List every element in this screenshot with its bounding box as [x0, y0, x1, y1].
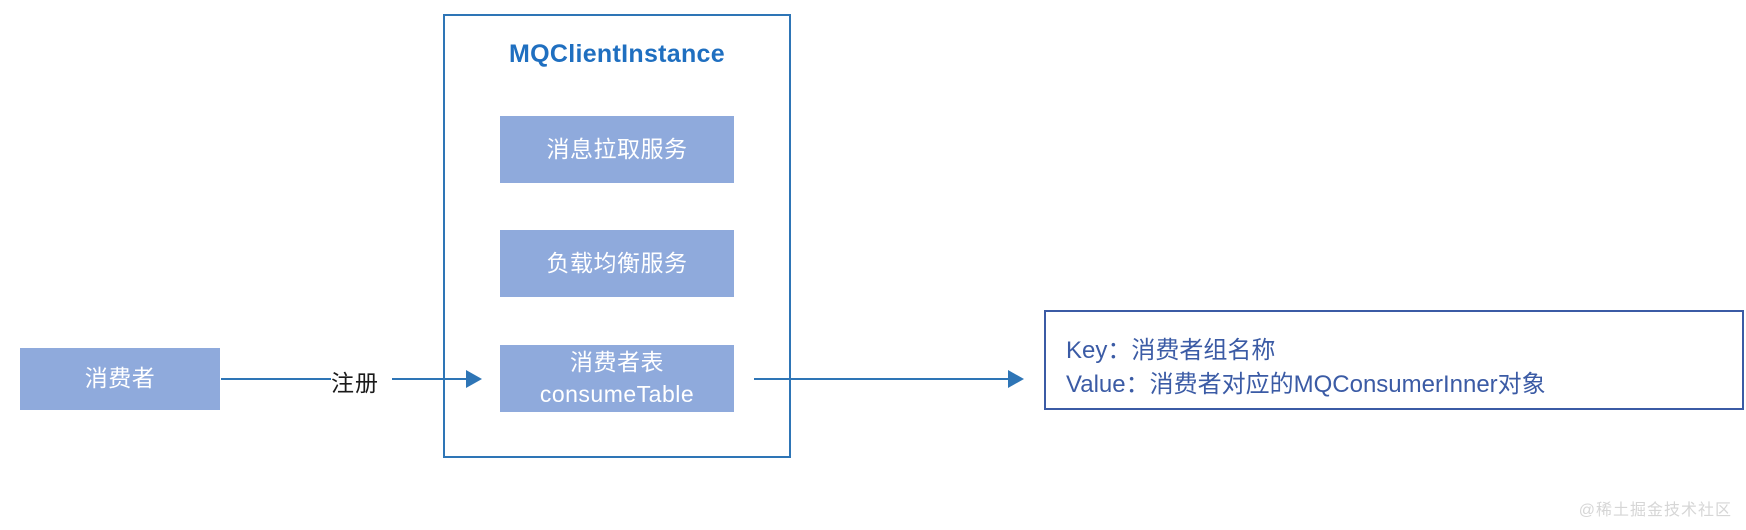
node-consumer: 消费者	[20, 348, 220, 410]
component-load-balance-service: 负载均衡服务	[500, 230, 734, 297]
component-label-line2: consumeTable	[539, 380, 695, 407]
mqclientinstance-title: MQClientInstance	[509, 40, 725, 68]
node-consumer-label: 消费者	[84, 365, 156, 392]
component-message-pull-service: 消息拉取服务	[500, 116, 734, 183]
key-value-note-line1: Key：消费者组名称	[1066, 337, 1276, 364]
edge-register-line-left	[221, 378, 331, 380]
edge-consume-table-to-note-arrow-icon	[1008, 370, 1024, 388]
edge-consume-table-to-note-line	[754, 378, 1010, 380]
key-value-note-text: Key：消费者组名称 Value：消费者对应的MQConsumerInner对象	[1066, 334, 1726, 402]
key-value-note-line2: Value：消费者对应的MQConsumerInner对象	[1066, 371, 1546, 398]
edge-register-line-right	[392, 378, 468, 380]
edge-register-label: 注册	[331, 370, 379, 396]
mqclientinstance-container	[443, 14, 791, 458]
edge-register-arrow-icon	[466, 370, 482, 388]
component-label-line1: 消费者表	[570, 349, 664, 376]
component-label: 消息拉取服务	[546, 135, 688, 162]
component-label: 负载均衡服务	[546, 249, 688, 276]
component-consume-table: 消费者表 consumeTable	[500, 345, 734, 412]
key-value-note-box	[1044, 310, 1744, 410]
watermark: @稀土掘金技术社区	[1578, 502, 1732, 519]
